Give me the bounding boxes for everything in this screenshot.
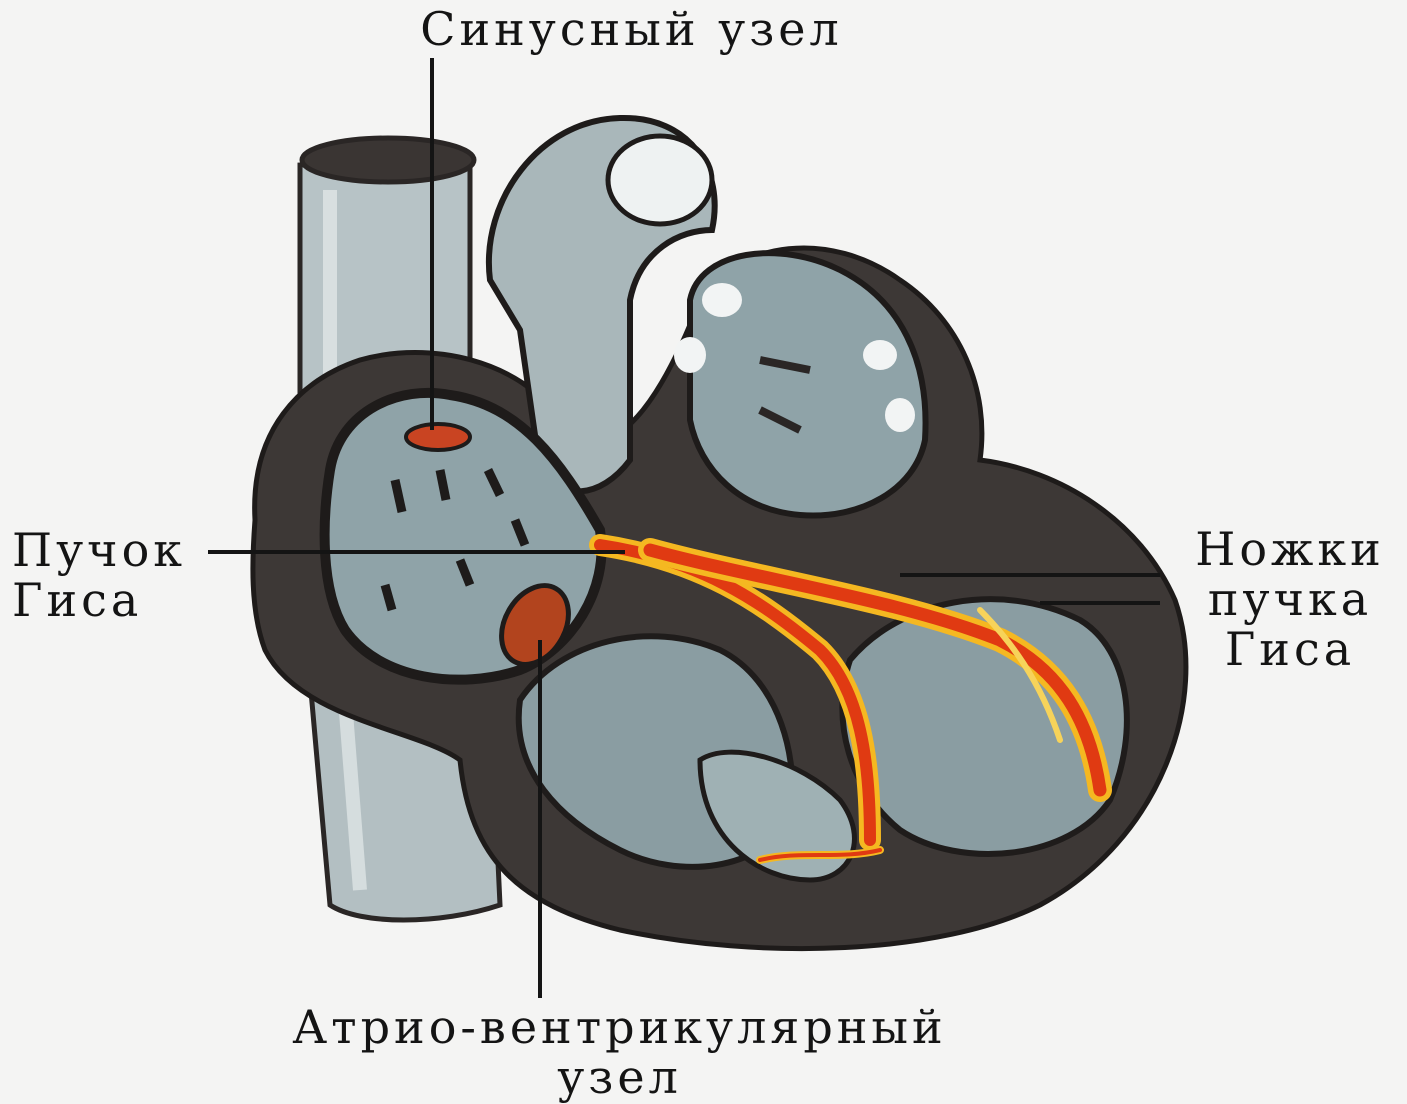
label-bundle-branches-line3: Гиса <box>1185 624 1395 674</box>
label-av-node-line1: Атрио-вентрикулярный <box>0 1002 1323 1052</box>
label-bundle-branches-line1: Ножки <box>1185 524 1395 574</box>
label-sinus-node: Синусный узел <box>0 4 1407 54</box>
label-bundle-branches-line2: пучка <box>1185 574 1395 624</box>
label-his-bundle: Пучок Гиса <box>12 525 186 625</box>
label-av-node-line2: узел <box>0 1052 1323 1102</box>
label-sinus-node-text: Синусный узел <box>0 4 1335 54</box>
label-his-bundle-line2: Гиса <box>12 575 186 625</box>
sinus-node <box>406 424 470 450</box>
label-bundle-branches: Ножки пучка Гиса <box>1185 524 1395 674</box>
label-his-bundle-line1: Пучок <box>12 525 186 575</box>
label-av-node: Атрио-вентрикулярный узел <box>0 1002 1407 1102</box>
